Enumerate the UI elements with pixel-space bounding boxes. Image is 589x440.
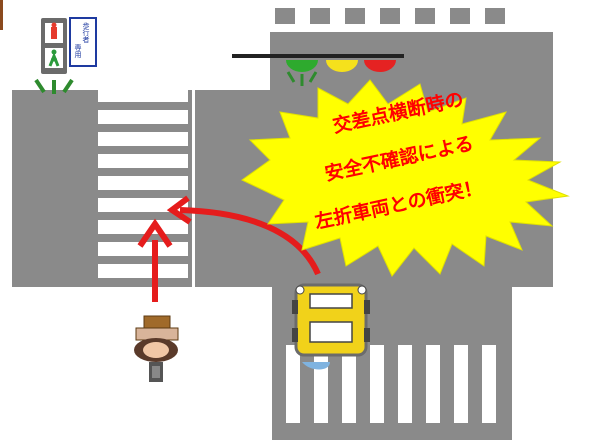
crosswalk-south: [272, 345, 512, 423]
pedestrian-path-arrow: [137, 218, 173, 302]
crosswalk-north: [275, 8, 505, 24]
pedestrian-signal-icon: [34, 18, 74, 94]
crosswalk-west: [98, 102, 188, 287]
warning-burst: [241, 79, 570, 277]
edge-mark: [0, 0, 3, 30]
pedestrian-icon: [134, 315, 179, 382]
traffic-light-icon: [232, 54, 404, 86]
car-turn-path-arrow: [166, 195, 321, 276]
car-icon: [292, 283, 370, 370]
signal-plate: [69, 17, 97, 67]
